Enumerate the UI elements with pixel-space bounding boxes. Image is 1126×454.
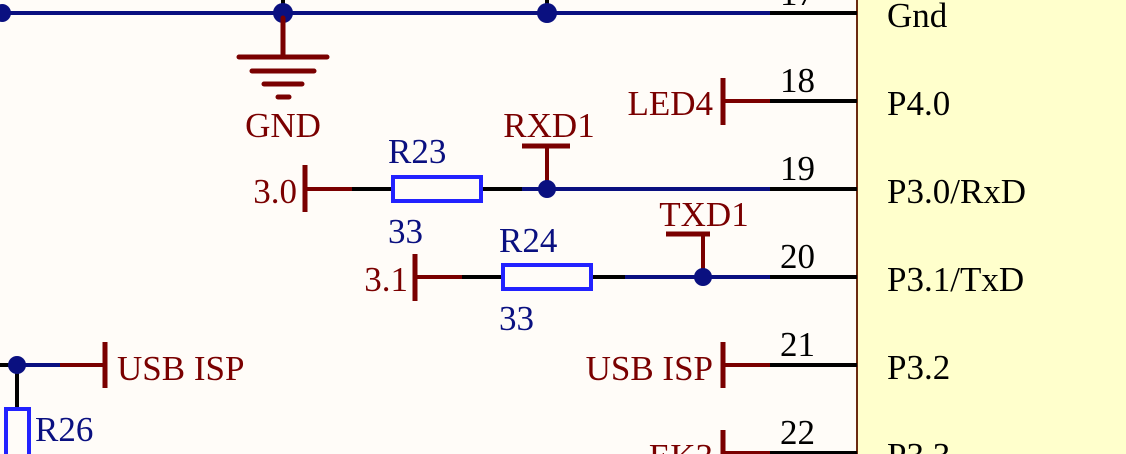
net-ek3 xyxy=(720,430,857,454)
net-usb-isp xyxy=(720,342,857,388)
r23-value: 33 xyxy=(388,212,423,251)
junction xyxy=(537,3,557,23)
port-ek3: EK3 xyxy=(649,437,713,454)
pin-number: 17 xyxy=(780,0,815,13)
net-rxd xyxy=(302,143,857,212)
pin-name: Gnd xyxy=(887,0,948,35)
pin-number: 21 xyxy=(780,325,815,364)
pin-name: P3.0/RxD xyxy=(887,172,1026,211)
pin-number: 18 xyxy=(780,61,815,100)
r24-designator: R24 xyxy=(499,221,557,260)
pin-numbers: 17 18 19 20 21 22 xyxy=(780,0,815,452)
port-3-1: 3.1 xyxy=(364,260,408,299)
pin-number: 19 xyxy=(780,149,815,188)
port-usb-isp-left: USB ISP xyxy=(117,349,244,388)
chip-body xyxy=(857,0,1126,454)
net-txd xyxy=(412,231,857,301)
pin-number: 22 xyxy=(780,413,815,452)
r26-designator: R26 xyxy=(35,410,93,449)
pin-name: P4.0 xyxy=(887,84,950,123)
port-txd1: TXD1 xyxy=(659,195,748,234)
net-led4 xyxy=(720,78,857,125)
gnd-symbol xyxy=(236,15,330,100)
port-rxd1: RXD1 xyxy=(503,106,594,145)
junction xyxy=(8,356,26,374)
junction xyxy=(694,268,712,286)
port-3-0: 3.0 xyxy=(253,172,297,211)
pin-name: P3.2 xyxy=(887,348,950,387)
junction xyxy=(538,180,556,198)
port-led4: LED4 xyxy=(627,84,713,123)
r24-value: 33 xyxy=(499,299,534,338)
pin-name: P3.1/TxD xyxy=(887,260,1024,299)
gnd-net xyxy=(0,0,857,23)
net-usb-isp-left xyxy=(0,342,108,454)
junction xyxy=(0,4,11,22)
pin-number: 20 xyxy=(780,237,815,276)
resistor-r23 xyxy=(391,175,483,203)
resistor-r24 xyxy=(501,263,593,291)
junction xyxy=(273,3,293,23)
pin-names: Gnd P4.0 P3.0/RxD P3.1/TxD P3.2 P3.3 xyxy=(887,0,1026,454)
r23-designator: R23 xyxy=(388,132,446,171)
port-usb-isp-right: USB ISP xyxy=(586,349,713,388)
pin-name: P3.3 xyxy=(887,436,950,454)
resistor-r26 xyxy=(4,407,31,454)
gnd-label: GND xyxy=(245,106,321,145)
